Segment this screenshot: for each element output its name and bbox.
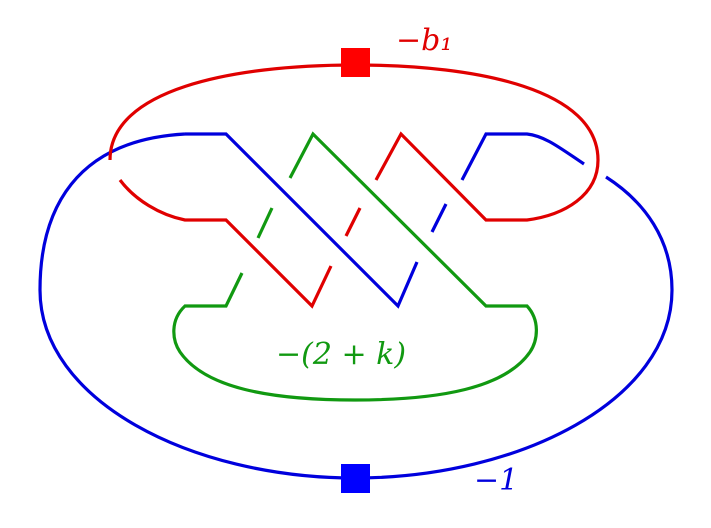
red-upper-arc: [108, 63, 600, 222]
blue-strand-dash: [430, 203, 448, 233]
red-strand-dash: [344, 207, 362, 237]
blue-component-label: −1: [474, 463, 519, 498]
green-component-label: −(2 + k): [276, 337, 407, 372]
blue-outer-loop: [38, 132, 674, 480]
red-link-component: [108, 63, 600, 309]
red-strand-diagonal: [118, 179, 333, 309]
green-link-component: [172, 131, 538, 402]
red-component-label: −b₁: [396, 23, 453, 58]
red-square-marker: [341, 48, 370, 77]
blue-strand-upper-right: [460, 132, 585, 181]
green-strand-dash: [256, 207, 274, 239]
blue-strand-diagonal: [185, 132, 419, 309]
green-main-loop: [172, 131, 538, 402]
blue-square-marker: [341, 464, 370, 493]
blue-link-component: [38, 132, 674, 480]
